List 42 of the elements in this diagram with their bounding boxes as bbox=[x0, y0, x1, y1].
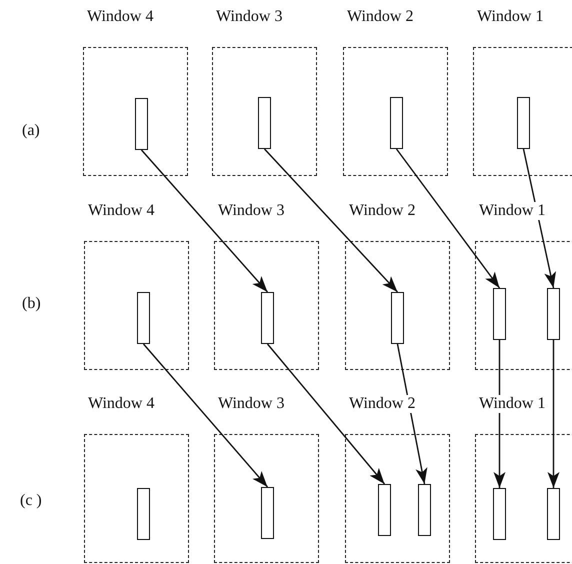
block-box bbox=[261, 487, 274, 539]
block-box bbox=[493, 488, 506, 540]
window-heading: Window 1 bbox=[478, 395, 546, 413]
arrow bbox=[264, 148, 398, 292]
block-box bbox=[547, 488, 560, 540]
block-box bbox=[390, 97, 403, 149]
window-frame bbox=[473, 47, 572, 176]
window-frame bbox=[214, 241, 319, 370]
block-box bbox=[135, 98, 148, 150]
block-box bbox=[493, 288, 506, 340]
block-box bbox=[137, 292, 150, 344]
arrow bbox=[396, 148, 500, 288]
window-frame bbox=[345, 434, 450, 563]
row-label: (a) bbox=[22, 122, 40, 140]
block-box bbox=[137, 488, 150, 540]
block-box bbox=[391, 292, 404, 344]
window-heading: Window 1 bbox=[478, 202, 546, 220]
window-heading: Window 2 bbox=[348, 395, 416, 413]
arrow bbox=[396, 344, 428, 484]
arrow bbox=[142, 344, 268, 488]
arrow bbox=[140, 150, 268, 292]
block-box bbox=[517, 97, 530, 149]
arrow bbox=[522, 148, 556, 288]
arrow bbox=[548, 340, 560, 488]
window-frame bbox=[343, 47, 448, 176]
window-frame bbox=[84, 434, 189, 563]
window-frame bbox=[214, 434, 319, 563]
window-frame bbox=[345, 241, 450, 370]
row-label: (b) bbox=[22, 295, 41, 313]
arrow bbox=[494, 340, 506, 488]
row-label: (c ) bbox=[20, 492, 42, 510]
block-box bbox=[547, 288, 560, 340]
block-box bbox=[418, 484, 431, 536]
window-frame bbox=[475, 241, 572, 370]
block-box bbox=[258, 97, 271, 149]
window-frame bbox=[212, 47, 317, 176]
window-frame bbox=[475, 434, 572, 563]
arrow bbox=[266, 344, 386, 484]
window-frame bbox=[83, 47, 188, 176]
block-box bbox=[261, 292, 274, 344]
window-frame bbox=[84, 241, 189, 370]
block-box bbox=[378, 484, 391, 536]
